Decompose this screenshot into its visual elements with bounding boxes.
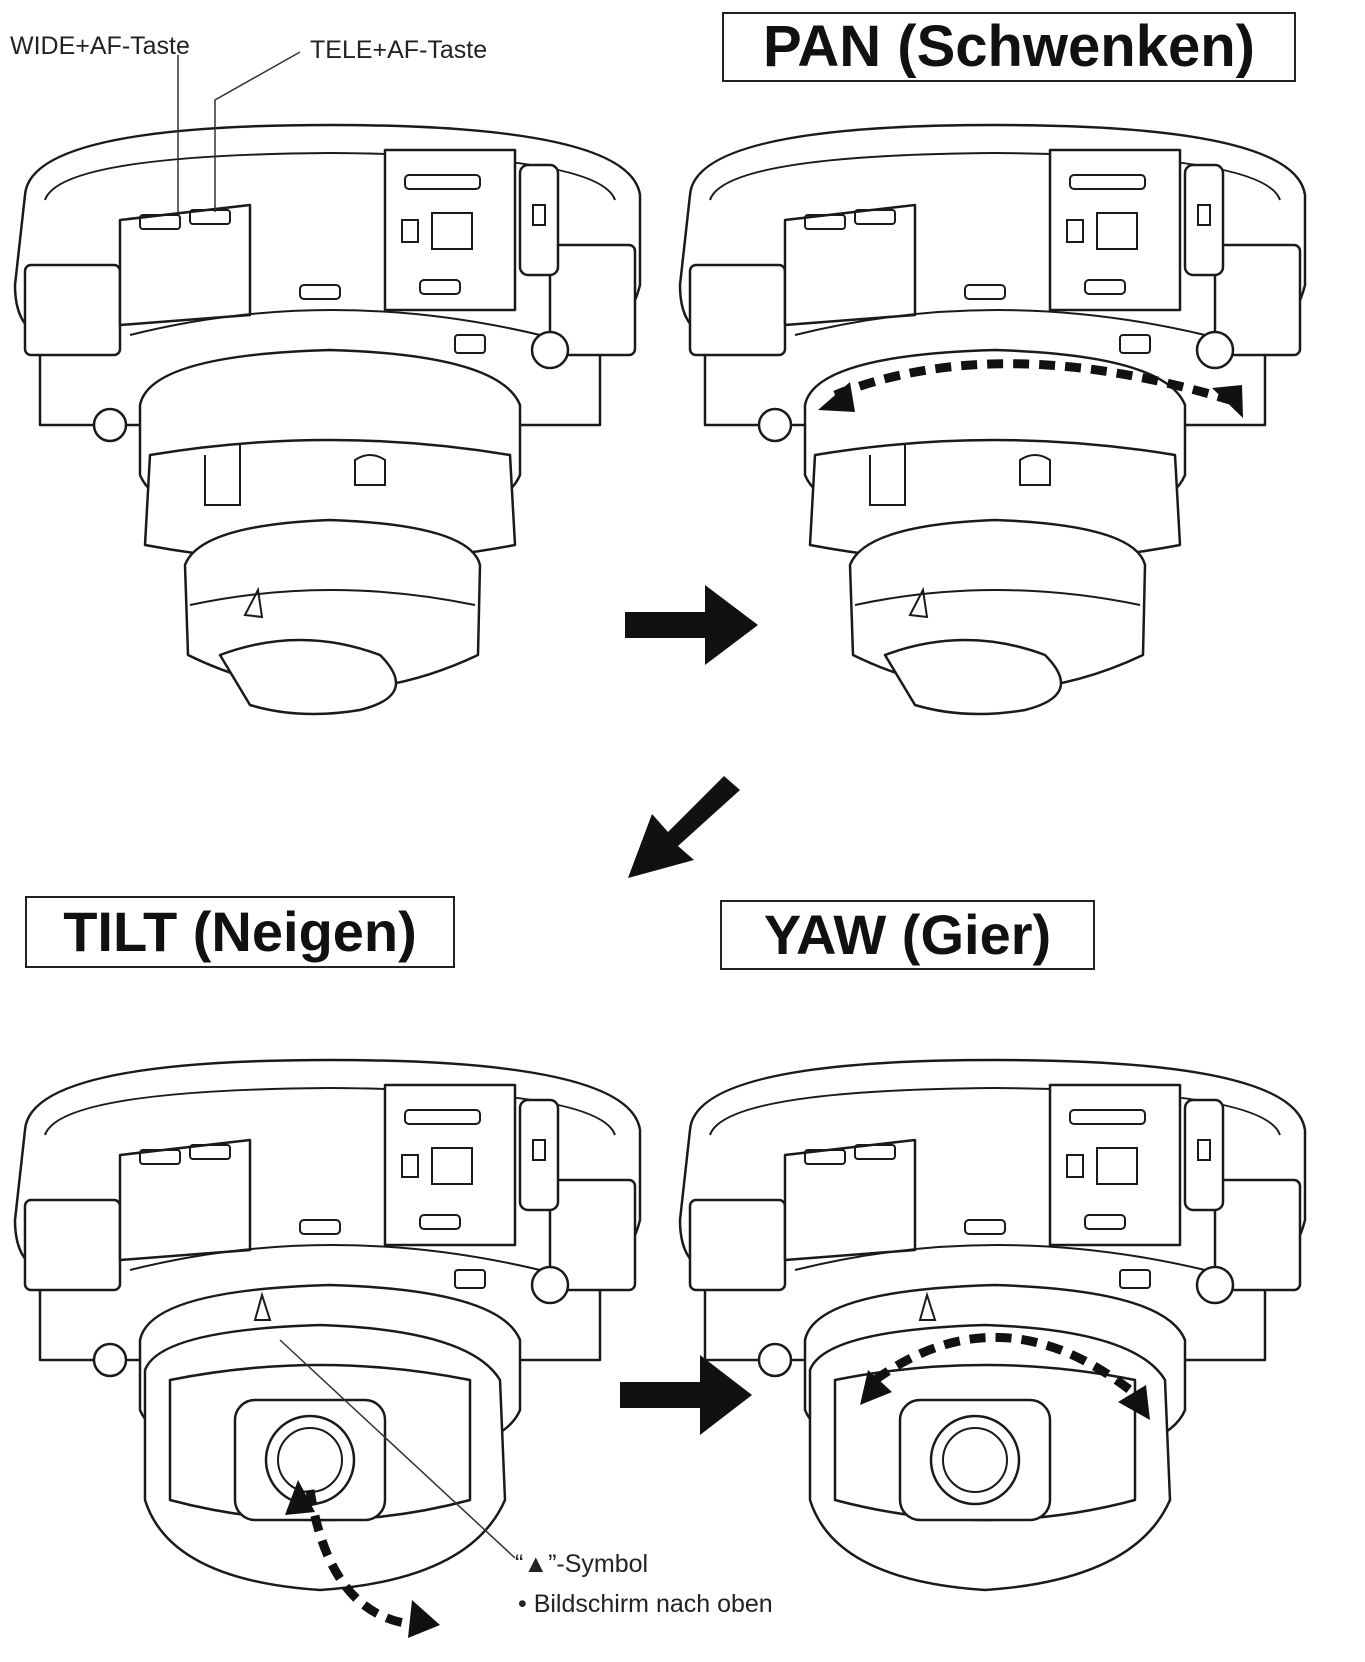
yaw-rotation-arrow xyxy=(872,1333,1133,1394)
camera-pan xyxy=(678,123,1307,716)
pan-title: PAN (Schwenken) xyxy=(722,12,1296,82)
arrow-right-icon xyxy=(620,1355,752,1435)
arrow-down-left-icon xyxy=(628,776,740,878)
wide-af-label: WIDE+AF-Taste xyxy=(10,32,190,60)
tilt-title: TILT (Neigen) xyxy=(25,896,455,968)
camera-initial xyxy=(13,51,642,716)
yaw-title: YAW (Gier) xyxy=(720,900,1095,970)
camera-tilt xyxy=(13,1058,642,1638)
triangle-symbol-label: “▲”-Symbol xyxy=(515,1550,649,1578)
camera-yaw xyxy=(678,1058,1307,1592)
arrow-right-icon xyxy=(625,585,758,665)
tele-af-label: TELE+AF-Taste xyxy=(310,36,488,64)
tilt-rotation-arrow xyxy=(305,1489,421,1630)
pan-rotation-arrow xyxy=(833,359,1232,405)
screen-up-note: • Bildschirm nach oben xyxy=(518,1590,773,1618)
